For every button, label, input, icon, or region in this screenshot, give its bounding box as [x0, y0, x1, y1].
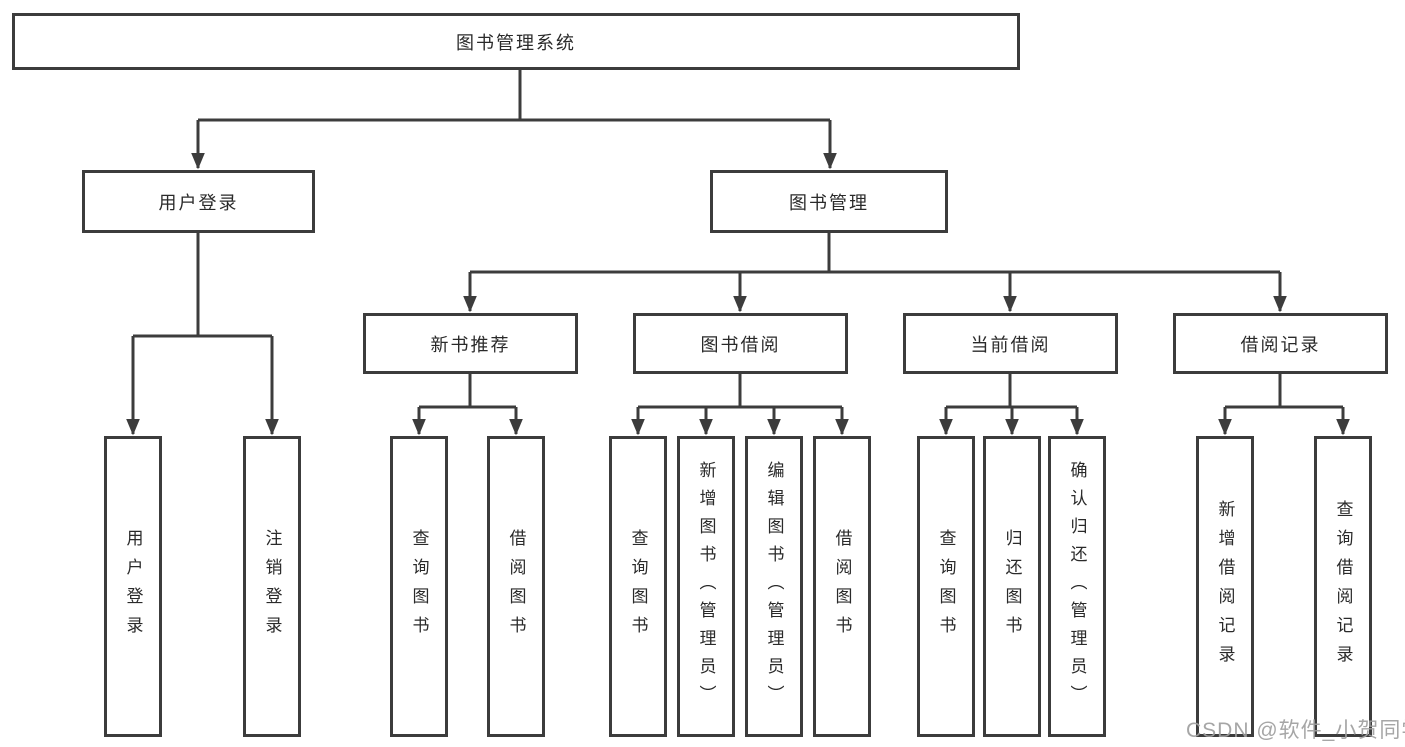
- leaf-logout: 注销登录: [243, 436, 301, 737]
- node-current-borrow: 当前借阅: [903, 313, 1118, 374]
- leaf-borrow-books: 借阅图书: [813, 436, 871, 737]
- leaf-add-borrow-record-label: 新增借阅记录: [1215, 499, 1235, 674]
- leaf-query-books-current-label: 查询图书: [936, 528, 956, 645]
- leaf-edit-book-admin-label: 编辑图书（管理员）: [764, 460, 784, 713]
- leaf-user-login: 用户登录: [104, 436, 162, 737]
- leaf-add-book-admin: 新增图书（管理员）: [677, 436, 735, 737]
- node-new-book-recommend: 新书推荐: [363, 313, 578, 374]
- node-book-borrow: 图书借阅: [633, 313, 848, 374]
- node-borrow-records: 借阅记录: [1173, 313, 1388, 374]
- leaf-logout-label: 注销登录: [262, 528, 282, 645]
- leaf-borrow-books-label: 借阅图书: [832, 528, 852, 645]
- node-user-login: 用户登录: [82, 170, 315, 233]
- leaf-query-books-recommend: 查询图书: [390, 436, 448, 737]
- node-library-management-system: 图书管理系统: [12, 13, 1020, 70]
- leaf-query-books-current: 查询图书: [917, 436, 975, 737]
- leaf-query-books-borrow: 查询图书: [609, 436, 667, 737]
- node-book-management: 图书管理: [710, 170, 948, 233]
- leaf-confirm-return-admin: 确认归还（管理员）: [1048, 436, 1106, 737]
- csdn-watermark: CSDN @软件_小贺同学: [1186, 719, 1405, 742]
- leaf-return-books-label: 归还图书: [1002, 528, 1022, 645]
- leaf-borrow-books-recommend: 借阅图书: [487, 436, 545, 737]
- leaf-confirm-return-admin-label: 确认归还（管理员）: [1067, 460, 1087, 713]
- leaf-query-books-borrow-label: 查询图书: [628, 528, 648, 645]
- leaf-add-book-admin-label: 新增图书（管理员）: [696, 460, 716, 713]
- leaf-query-borrow-record-label: 查询借阅记录: [1333, 499, 1353, 674]
- leaf-query-books-recommend-label: 查询图书: [409, 528, 429, 645]
- leaf-edit-book-admin: 编辑图书（管理员）: [745, 436, 803, 737]
- leaf-query-borrow-record: 查询借阅记录: [1314, 436, 1372, 737]
- leaf-return-books: 归还图书: [983, 436, 1041, 737]
- leaf-add-borrow-record: 新增借阅记录: [1196, 436, 1254, 737]
- leaf-user-login-label: 用户登录: [123, 528, 143, 645]
- leaf-borrow-books-recommend-label: 借阅图书: [506, 528, 526, 645]
